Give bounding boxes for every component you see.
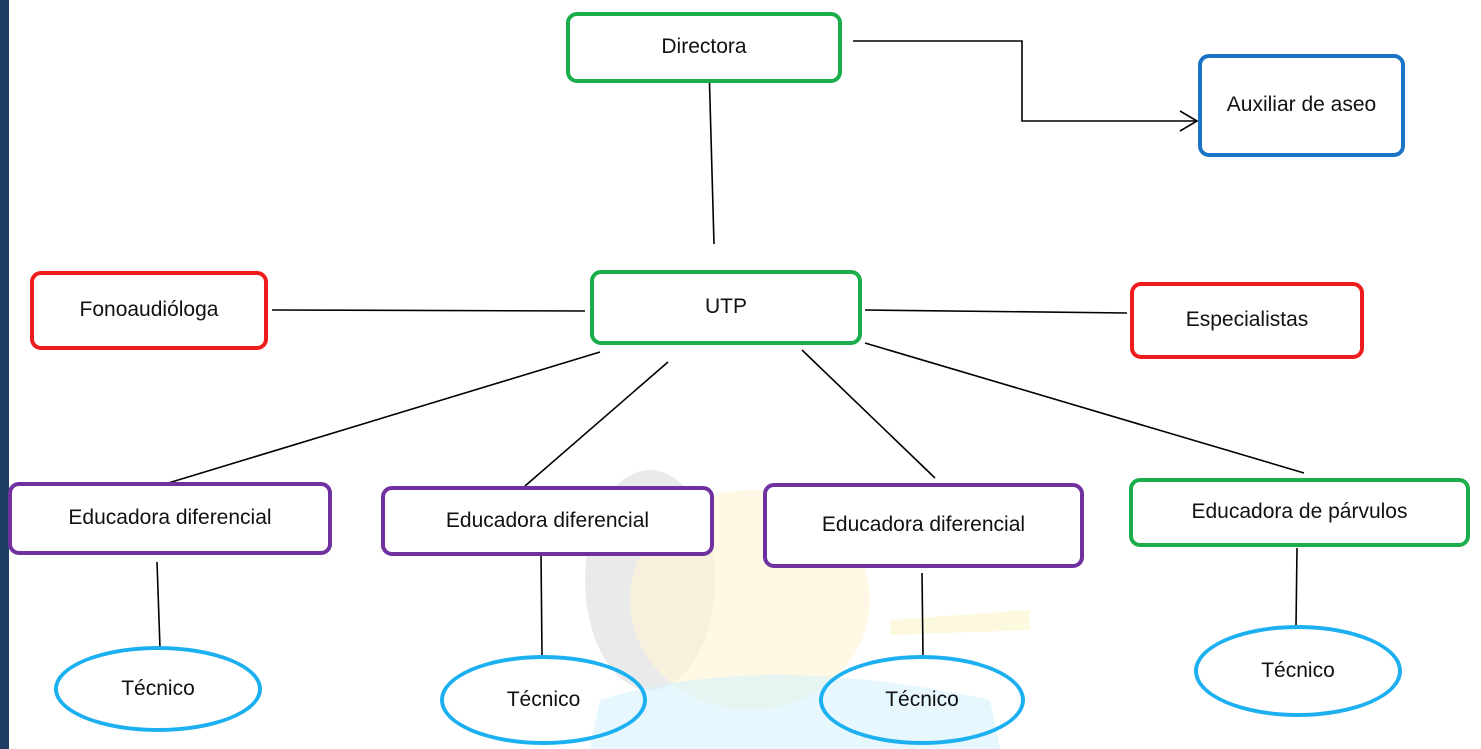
auxiliar-aseo-label: Auxiliar de aseo <box>1226 93 1377 117</box>
educadora-diferencial-box-2: Educadora diferencial <box>381 486 714 556</box>
tecnico-label-3: Técnico <box>885 687 959 711</box>
tecnico-label-1: Técnico <box>121 676 195 700</box>
educadora-diferencial-label-1: Educadora diferencial <box>68 506 272 530</box>
educadora-diferencial-box-1: Educadora diferencial <box>8 482 332 555</box>
especialistas-box: Especialistas <box>1130 282 1364 359</box>
educadora-parvulos-label: Educadora de párvulos <box>1191 500 1408 524</box>
tecnico-ellipse-1: Técnico <box>54 646 262 732</box>
educadora-parvulos-box: Educadora de párvulos <box>1129 478 1470 547</box>
tecnico-label-4: Técnico <box>1261 658 1335 682</box>
auxiliar-aseo-box: Auxiliar de aseo <box>1198 54 1405 157</box>
tecnico-ellipse-4: Técnico <box>1194 625 1402 717</box>
educadora-diferencial-label-3: Educadora diferencial <box>821 513 1026 537</box>
tecnico-ellipse-2: Técnico <box>440 655 647 745</box>
fonoaudiologa-box: Fonoaudióloga <box>30 271 268 350</box>
tecnico-ellipse-3: Técnico <box>819 655 1025 745</box>
educadora-diferencial-box-3: Educadora diferencial <box>763 483 1084 568</box>
fonoaudiologa-label: Fonoaudióloga <box>79 298 219 322</box>
directora-label: Directora <box>661 35 747 59</box>
utp-box: UTP <box>590 270 862 345</box>
left-accent-bar <box>0 0 9 749</box>
directora-box: Directora <box>566 12 842 83</box>
tecnico-label-2: Técnico <box>506 687 581 711</box>
especialistas-label: Especialistas <box>1185 308 1309 332</box>
educadora-diferencial-label-2: Educadora diferencial <box>445 508 650 532</box>
utp-label: UTP <box>705 295 747 319</box>
